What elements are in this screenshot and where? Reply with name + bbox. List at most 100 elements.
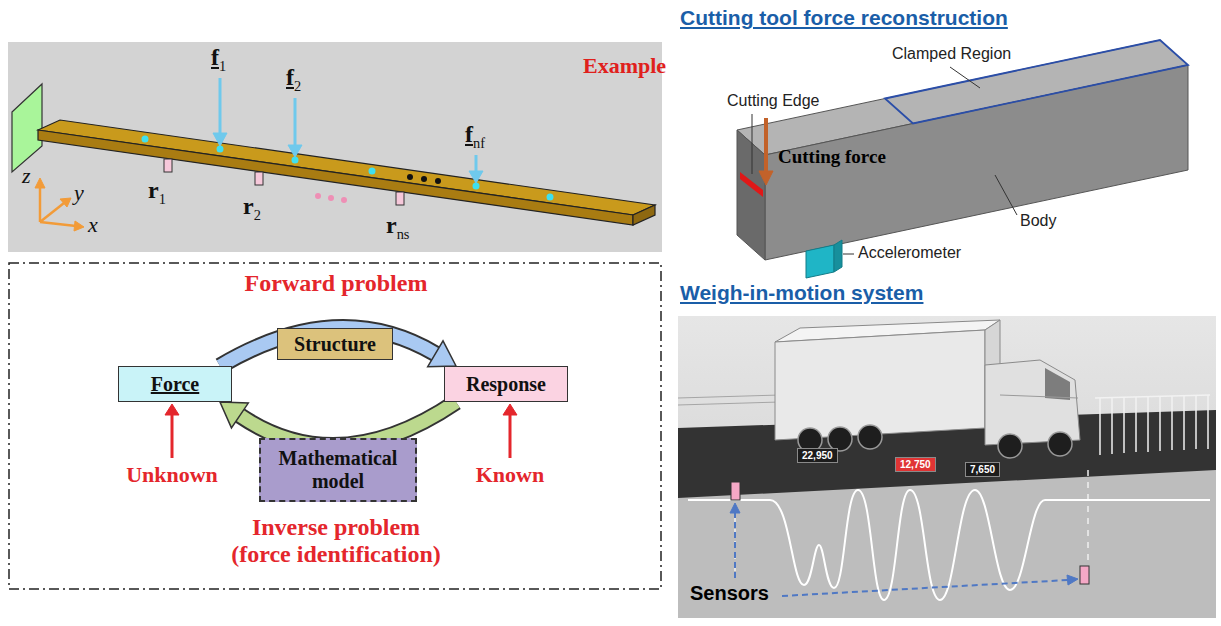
railing	[1095, 395, 1210, 455]
sensor-pointer	[1067, 575, 1078, 585]
ellipsis-dot	[407, 174, 441, 184]
tool-end	[737, 130, 765, 260]
axis-arrow	[40, 203, 64, 222]
railing	[1123, 397, 1125, 453]
force-symbol: 2	[294, 78, 301, 94]
part-label: Clamped Region	[892, 45, 1011, 63]
axis-arrow	[74, 221, 84, 231]
force-arrow	[219, 78, 222, 134]
response-symbol: r	[243, 193, 254, 219]
curved-arrow	[220, 328, 456, 367]
guardrail	[678, 395, 780, 398]
ellipsis-dot	[315, 193, 321, 199]
pointer-arrow	[509, 414, 512, 458]
truck	[1048, 432, 1072, 456]
force-box: Force	[118, 366, 232, 402]
ellipsis-dot	[328, 195, 334, 201]
response-symbol: 1	[159, 191, 166, 207]
leader-line	[752, 114, 753, 174]
box-text: 7,650	[970, 464, 995, 475]
node-dot	[547, 194, 554, 201]
railing	[1135, 397, 1137, 452]
part-label: Cutting Edge	[727, 92, 820, 110]
sensor-symbol	[731, 482, 740, 500]
truck	[775, 330, 985, 440]
force-symbol: f2	[286, 64, 301, 95]
railing	[1111, 398, 1113, 454]
truck	[775, 320, 1080, 458]
axis-arrow	[35, 178, 45, 188]
dash-dot-frame	[9, 263, 661, 589]
tool-side	[765, 65, 1188, 260]
node-dot	[142, 136, 149, 143]
part-label: Accelerometer	[858, 244, 961, 262]
scene-ground	[678, 316, 1216, 618]
response-symbol: r	[148, 177, 159, 203]
status-label: Unknown	[126, 462, 218, 488]
ellipsis-dot	[341, 197, 347, 203]
leader-line	[995, 175, 1017, 215]
axis-arrow	[35, 178, 84, 231]
sensor-label: Sensors	[690, 582, 769, 605]
railing	[1147, 397, 1149, 452]
sensor-pointer	[730, 503, 1078, 596]
box-text: Structure	[294, 333, 376, 356]
sensor-symbol	[396, 192, 404, 205]
force-symbol: f	[465, 121, 473, 147]
edge-label: Forward problem	[245, 270, 428, 297]
force-symbol: f1	[211, 44, 226, 75]
truck	[1000, 395, 1078, 398]
section-heading: Weigh-in-motion system	[680, 281, 923, 305]
status-label: Known	[476, 462, 544, 488]
arrow-head	[220, 402, 248, 428]
railing	[1099, 398, 1101, 455]
beam-top	[38, 120, 655, 215]
axis-arrow	[60, 198, 71, 207]
force-arrow	[294, 98, 297, 145]
force-symbol: nf	[473, 135, 485, 151]
leader-line	[950, 67, 980, 88]
ellipsis-dot	[407, 174, 413, 180]
force-arrow	[475, 155, 478, 172]
response-box: Response	[444, 366, 568, 402]
railing	[1195, 395, 1197, 449]
railing	[1095, 395, 1210, 398]
box-text: Response	[466, 373, 546, 396]
railing	[1207, 395, 1209, 449]
box-text: Mathematical model	[272, 447, 404, 493]
cutting-force-arrow	[759, 118, 773, 185]
truck	[985, 360, 1080, 445]
box-text: Force	[151, 373, 200, 396]
axis-label: y	[74, 180, 84, 206]
lane-mark	[1087, 470, 1089, 560]
node-dot	[369, 168, 376, 175]
sensor-symbol	[164, 159, 404, 205]
guardrail	[678, 402, 780, 405]
force-label: Cutting force	[778, 146, 886, 168]
problem-cycle-frame	[9, 263, 661, 589]
arrow-band	[220, 328, 435, 366]
beam-front	[38, 130, 633, 225]
force-symbol: fnf	[465, 121, 485, 152]
beam-end	[633, 205, 655, 225]
cutting-force-arrow	[764, 118, 768, 172]
guardrail	[678, 395, 780, 405]
railing	[1159, 396, 1161, 451]
ellipsis-dot	[315, 193, 347, 203]
sensor-pointer	[730, 503, 740, 513]
cutting-edge	[740, 172, 763, 197]
beam-example-panel	[8, 42, 662, 252]
force-arrow	[469, 171, 483, 183]
response-symbol: r2	[243, 193, 261, 224]
cutting-force-arrow	[759, 171, 773, 185]
axis-label: x	[88, 212, 98, 238]
accelerometer-side	[834, 240, 842, 272]
force-arrow	[213, 133, 227, 146]
force-symbol: f	[286, 64, 294, 90]
section-heading: Cutting tool force reconstruction	[680, 6, 1008, 30]
cutting-tool	[737, 40, 1188, 278]
railing	[1171, 396, 1173, 450]
model-box: Mathematical model	[259, 438, 417, 502]
edge-label: Inverse problem (force identification)	[225, 514, 447, 568]
